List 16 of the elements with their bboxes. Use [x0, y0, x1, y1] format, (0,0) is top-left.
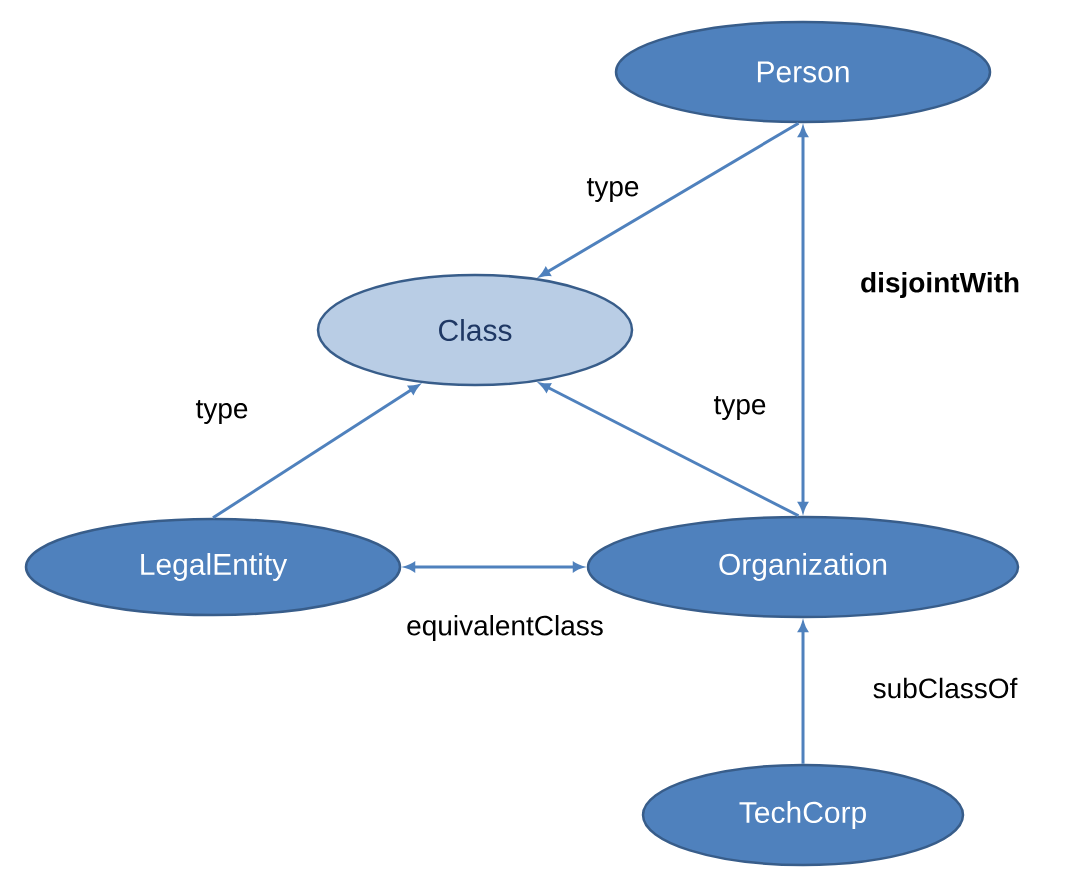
ellipse-node: Organization	[586, 515, 1020, 619]
arrow	[539, 382, 800, 518]
ellipse-node: TechCorp	[641, 763, 965, 867]
arrow	[539, 121, 800, 277]
edge-label: type	[712, 395, 768, 421]
ellipse-node: Class	[316, 273, 634, 387]
arrow	[798, 126, 808, 513]
arrow	[404, 562, 584, 572]
arrow	[798, 621, 808, 764]
arrow	[212, 384, 420, 520]
edge-label: type	[585, 177, 641, 203]
ellipse-node: LegalEntity	[24, 517, 402, 617]
edge-label: disjointWith	[859, 270, 1021, 300]
edge-label: subClassOf	[871, 676, 1019, 700]
edge-label: type	[194, 399, 250, 425]
ellipse-node: Person	[614, 20, 992, 124]
